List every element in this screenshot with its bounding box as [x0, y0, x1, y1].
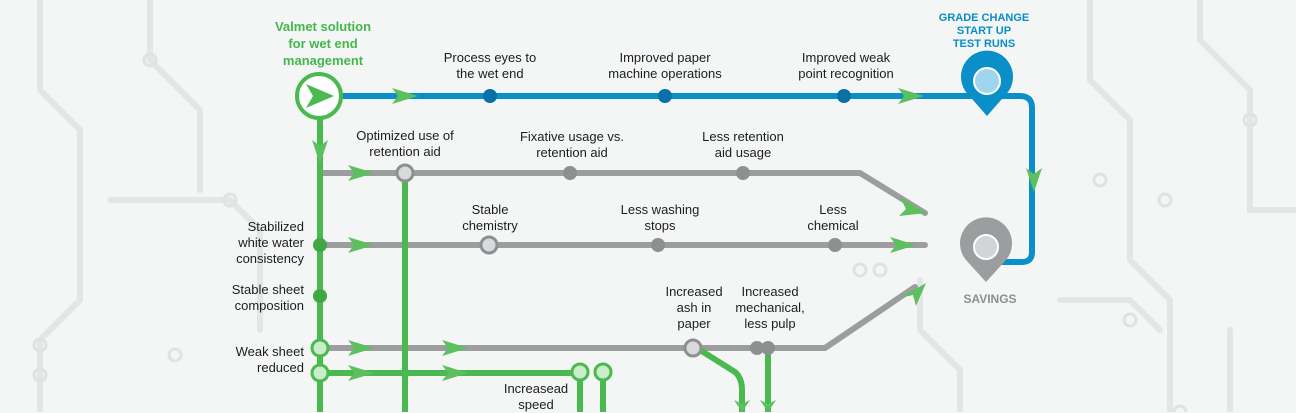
- arrow-icon: [392, 88, 418, 104]
- map-pin-icon: [961, 50, 1014, 116]
- stop-label: Optimized use of retention aid: [356, 128, 454, 159]
- arrow-icon: [306, 84, 334, 108]
- stop-label: Less retention aid usage: [702, 129, 784, 160]
- gray-lines: [317, 170, 928, 351]
- stop-label: Improved weak point recognition: [798, 50, 894, 81]
- stop-label: Increasead speed: [503, 381, 569, 412]
- arrow-icon: [890, 237, 916, 253]
- direction-arrows: [312, 88, 1042, 412]
- stop-label: Stabilized white water consistency: [236, 219, 304, 266]
- gray-interchanges: [395, 163, 703, 358]
- arrow-icon: [312, 140, 328, 164]
- green-ash-branch: [697, 347, 745, 412]
- savings-title: SAVINGS: [963, 292, 1017, 306]
- arrow-icon: [898, 88, 924, 104]
- background-nodes: [32, 52, 1258, 412]
- arrow-icon: [900, 283, 926, 306]
- green-lines: [317, 115, 771, 412]
- stop-label: Less washing stops: [620, 202, 700, 233]
- arrow-icon: [442, 365, 468, 381]
- arrow-icon: [442, 340, 468, 356]
- blue-line: [342, 93, 1035, 265]
- gray-stops: [563, 166, 842, 355]
- gray-line-3: [317, 284, 918, 351]
- savings-pin-icon: [960, 217, 1012, 282]
- stop-label: Fixative usage vs. retention aid: [519, 129, 625, 160]
- green-stops: [313, 238, 327, 303]
- arrow-icon: [348, 237, 374, 253]
- valmet-solution-title: Valmet solution for wet end management: [274, 19, 372, 68]
- stop-label: Stable chemistry: [462, 202, 518, 233]
- arrow-icon: [348, 365, 374, 381]
- green-interchanges: [310, 338, 613, 383]
- arrow-icon: [734, 400, 750, 412]
- stop-label: Less chemical: [807, 202, 859, 233]
- grade-change-title: GRADE CHANGE START UP TEST RUNS: [938, 12, 1030, 50]
- stop-label: Weak sheet reduced: [235, 344, 304, 375]
- stop-label: Improved paper machine operations: [608, 50, 722, 81]
- arrow-icon: [1026, 168, 1042, 192]
- stop-label: Increased ash in paper: [665, 284, 723, 331]
- valmet-start-node: [295, 72, 343, 120]
- stop-label: Increased mechanical, less pulp: [735, 284, 805, 331]
- stop-label: Stable sheet composition: [231, 282, 304, 313]
- stop-label: Process eyes to the wet end: [443, 50, 537, 81]
- arrow-icon: [899, 197, 926, 216]
- blue-stops: [483, 89, 851, 103]
- arrow-icon: [348, 340, 374, 356]
- arrow-icon: [760, 400, 776, 412]
- arrow-icon: [348, 165, 374, 181]
